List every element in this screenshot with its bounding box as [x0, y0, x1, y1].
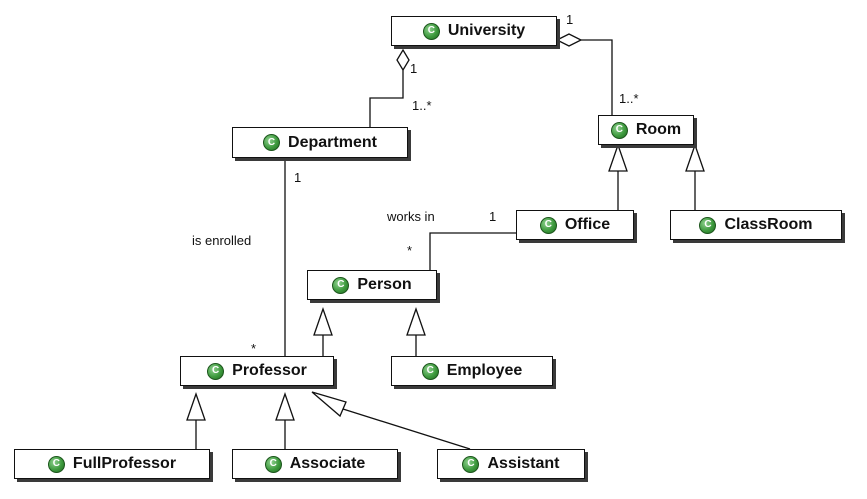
class-icon: C: [207, 362, 225, 380]
generalization-triangle-icon: [275, 392, 295, 421]
class-name: Person: [357, 276, 412, 293]
generalization-triangle-icon: [608, 143, 628, 172]
multiplicity-professor-end: *: [251, 341, 257, 356]
aggregation-university-room: [581, 39, 613, 115]
class-name: FullProfessor: [72, 455, 177, 472]
multiplicity-room-end: 1..*: [619, 91, 639, 106]
class-professor[interactable]: C Professor: [180, 356, 334, 386]
generalization-triangle-icon: [313, 307, 333, 336]
class-name: Employee: [446, 362, 523, 379]
class-classroom[interactable]: C ClassRoom: [670, 210, 842, 240]
multiplicity-person-end: *: [407, 243, 413, 258]
class-icon: C: [263, 134, 281, 151]
class-icon: C: [699, 216, 717, 234]
class-icon: C: [539, 216, 557, 234]
class-icon: C: [421, 362, 439, 380]
association-office-person: [429, 232, 516, 270]
class-associate[interactable]: C Associate: [232, 449, 398, 479]
class-fullprofessor[interactable]: C FullProfessor: [14, 449, 210, 479]
association-label-is-enrolled: is enrolled: [192, 233, 252, 248]
class-name: Department: [288, 133, 377, 151]
class-name: ClassRoom: [724, 216, 813, 233]
class-icon: C: [47, 455, 65, 473]
generalization-triangle-icon: [685, 143, 705, 172]
multiplicity-department-to-professor: 1: [294, 170, 302, 185]
generalization-triangle-icon: [186, 392, 206, 421]
aggregation-diamond-icon: [555, 33, 583, 47]
generalization-triangle-icon: [406, 307, 426, 336]
class-icon: C: [264, 455, 282, 473]
class-university[interactable]: C University: [391, 16, 557, 46]
aggregation-university-department: [369, 79, 404, 127]
class-office[interactable]: C Office: [516, 210, 634, 240]
multiplicity-office-end: 1: [489, 209, 497, 224]
class-icon: C: [332, 276, 350, 294]
class-icon: C: [610, 121, 628, 139]
class-name: University: [447, 22, 526, 39]
class-icon: C: [422, 22, 440, 40]
class-person[interactable]: C Person: [307, 270, 437, 300]
class-assistant[interactable]: C Assistant: [437, 449, 585, 479]
multiplicity-university-to-department: 1: [410, 61, 418, 76]
class-employee[interactable]: C Employee: [391, 356, 553, 386]
aggregation-diamond-icon: [396, 48, 410, 72]
class-name: Office: [564, 216, 611, 233]
class-icon: C: [462, 455, 480, 473]
generalization-triangle-icon: [311, 391, 347, 418]
multiplicity-department-end: 1..*: [412, 98, 432, 113]
class-name: Associate: [289, 455, 366, 472]
class-room[interactable]: C Room: [598, 115, 694, 145]
class-name: Assistant: [487, 455, 560, 472]
association-label-works-in: works in: [387, 209, 435, 224]
class-name: Room: [635, 121, 682, 138]
class-name: Professor: [232, 362, 307, 379]
generalization-assistant-professor: [342, 408, 471, 450]
class-department[interactable]: C Department: [232, 127, 408, 158]
multiplicity-university-to-room: 1: [566, 12, 574, 27]
